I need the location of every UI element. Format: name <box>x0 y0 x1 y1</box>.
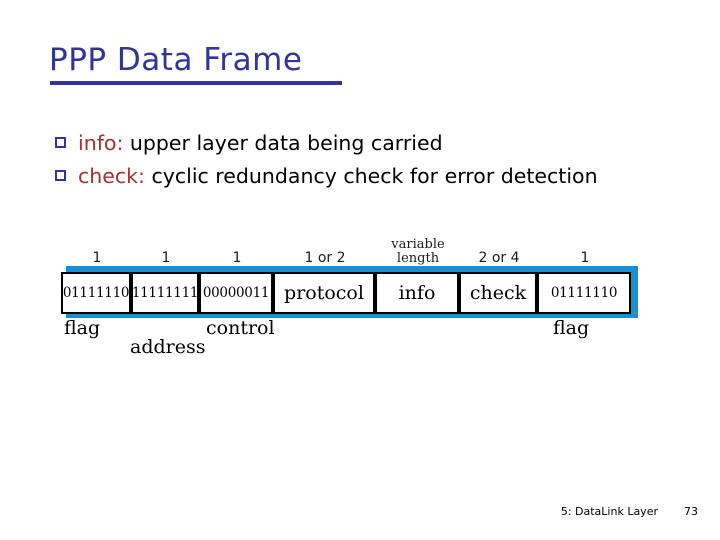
frame-field-info: info <box>375 272 459 314</box>
field-size-label: 2 or 4 <box>478 250 520 266</box>
title-underline-rule <box>50 81 342 85</box>
bullet-text: cyclic redundancy check for error detect… <box>144 164 598 188</box>
field-size-label: 1 <box>92 250 102 266</box>
frame-field-value: info <box>398 282 436 304</box>
square-bullet-icon <box>55 170 66 181</box>
bullet-text: upper layer data being carried <box>123 131 443 155</box>
frame-field-callout: flag <box>64 317 101 339</box>
frame-field-callout: address <box>130 336 206 358</box>
bullet-key: check: <box>78 164 145 188</box>
frame-field-value: check <box>469 282 527 304</box>
frame-field-value: 01111110 <box>62 285 130 301</box>
page-title: PPP Data Frame <box>49 42 303 78</box>
frame-field-protocol: protocol <box>273 272 375 314</box>
slide-footer: 5: DataLink Layer 73 <box>0 505 720 525</box>
list-item: info: upper layer data being carried <box>52 128 612 159</box>
bullet-key: info: <box>78 131 124 155</box>
field-size-label: 1 <box>232 250 242 266</box>
frame-field-callout: flag <box>553 317 590 339</box>
frame-field-value: 01111110 <box>550 285 618 301</box>
field-size-label: 1 <box>161 250 171 266</box>
footer-page-number: 73 <box>684 505 698 518</box>
field-size-label: 1 or 2 <box>304 250 346 266</box>
frame-field-11111111: 11111111 <box>131 272 199 314</box>
frame-field-value: protocol <box>284 282 364 304</box>
frame-field-01111110: 01111110 <box>537 272 631 314</box>
frame-field-value: 00000011 <box>202 285 270 301</box>
bullet-list: info: upper layer data being carried che… <box>52 128 612 194</box>
square-bullet-icon <box>55 137 66 148</box>
frame-field-callout: control <box>206 317 275 339</box>
frame-field-check: check <box>459 272 537 314</box>
frame-field-01111110: 01111110 <box>61 272 131 314</box>
footer-chapter-label: 5: DataLink Layer <box>560 505 658 518</box>
list-item: check: cyclic redundancy check for error… <box>52 161 612 192</box>
field-size-label: 1 <box>580 250 590 266</box>
frame-field-value: 11111111 <box>131 285 199 301</box>
frame-field-00000011: 00000011 <box>199 272 273 314</box>
